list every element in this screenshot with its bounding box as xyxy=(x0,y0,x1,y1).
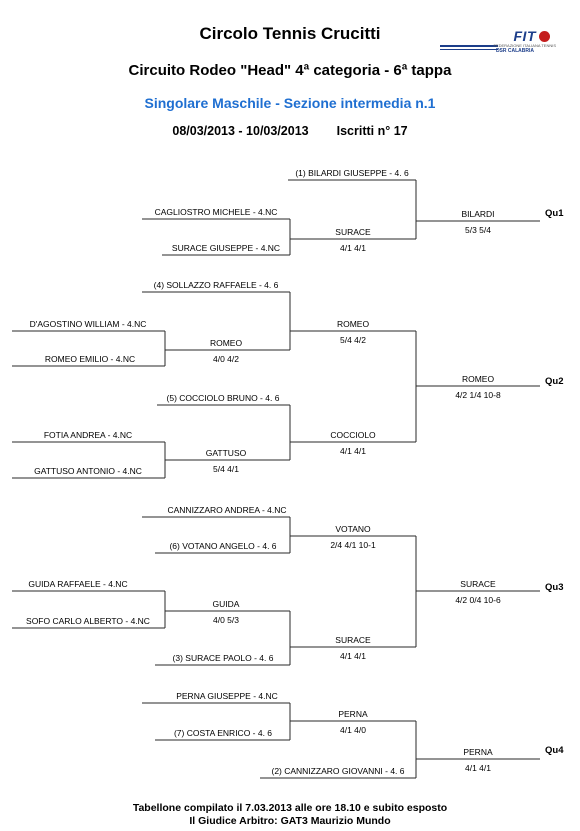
registered-count: Iscritti n° 17 xyxy=(336,124,408,138)
match-score: 2/4 4/1 10-1 xyxy=(330,540,376,550)
match-winner: ROMEO xyxy=(462,374,495,384)
seeded-player-name: (1) BILARDI GIUSEPPE - 4. 6 xyxy=(295,168,409,178)
match-score: 5/4 4/1 xyxy=(213,464,239,474)
logo-subtitle: FEDERAZIONE ITALIANA TENNIS xyxy=(493,43,556,48)
player-name: SURACE PAOLO - 4. 6 xyxy=(185,653,273,663)
player-name: COCCIOLO BRUNO - 4. 6 xyxy=(179,393,279,403)
match-winner: SURACE xyxy=(460,579,496,589)
seeded-player-name: (5) COCCIOLO BRUNO - 4. 6 xyxy=(167,393,280,403)
seed-number: (6) xyxy=(169,541,182,551)
player-name: SURACE GIUSEPPE - 4.NC xyxy=(172,243,280,253)
club-title: Circolo Tennis Crucitti xyxy=(199,24,381,43)
match-winner: ROMEO xyxy=(210,338,243,348)
seed-number: (7) xyxy=(174,728,187,738)
fit-logo: FIT FEDERAZIONE ITALIANA TENNIS DSR CALA… xyxy=(440,28,556,54)
seeded-player-name: (3) SURACE PAOLO - 4. 6 xyxy=(173,653,274,663)
footer-compiled: Tabellone compilato il 7.03.2013 alle or… xyxy=(132,802,448,814)
player-name: GUIDA RAFFAELE - 4.NC xyxy=(28,579,127,589)
match-winner: SURACE xyxy=(335,635,371,645)
player-name: PERNA GIUSEPPE - 4.NC xyxy=(176,691,278,701)
player-name: SOFO CARLO ALBERTO - 4.NC xyxy=(26,616,150,626)
tournament-title: Circuito Rodeo "Head" 4ª categoria - 6ª … xyxy=(128,62,452,79)
player-name: BILARDI GIUSEPPE - 4. 6 xyxy=(308,168,409,178)
match-score: 4/2 1/4 10-8 xyxy=(455,390,501,400)
player-name: FOTIA ANDREA - 4.NC xyxy=(44,430,132,440)
player-name: CAGLIOSTRO MICHELE - 4.NC xyxy=(155,207,278,217)
dates-line: 08/03/2013 - 10/03/2013 Iscritti n° 17 xyxy=(0,124,580,138)
match-score: 5/4 4/2 xyxy=(340,335,366,345)
seed-number: (2) xyxy=(271,766,284,776)
bracket-text: (1) BILARDI GIUSEPPE - 4. 6 CAGLIOSTRO MI… xyxy=(26,168,564,776)
seeded-player-name: (2) CANNIZZARO GIOVANNI - 4. 6 xyxy=(271,766,404,776)
match-score: 4/1 4/1 xyxy=(340,243,366,253)
match-score: 4/1 4/1 xyxy=(340,446,366,456)
match-score: 4/1 4/1 xyxy=(340,651,366,661)
tennis-ball-icon xyxy=(539,31,550,42)
match-score: 4/2 0/4 10-6 xyxy=(455,595,501,605)
match-winner: PERNA xyxy=(463,747,493,757)
seed-number: (5) xyxy=(167,393,180,403)
match-score: 4/1 4/0 xyxy=(340,725,366,735)
seed-number: (3) xyxy=(173,653,186,663)
player-name: ROMEO EMILIO - 4.NC xyxy=(45,354,135,364)
qualifier-label: Qu4 xyxy=(545,745,564,756)
section-title: Singolare Maschile - Sezione intermedia … xyxy=(144,95,436,111)
qualifier-label: Qu3 xyxy=(545,582,563,593)
match-score: 5/3 5/4 xyxy=(465,225,491,235)
seed-number: (1) xyxy=(295,168,308,178)
seeded-player-name: (6) VOTANO ANGELO - 4. 6 xyxy=(169,541,276,551)
player-name: VOTANO ANGELO - 4. 6 xyxy=(182,541,277,551)
seed-number: (4) xyxy=(154,280,167,290)
player-name: SOLLAZZO RAFFAELE - 4. 6 xyxy=(166,280,278,290)
match-winner: VOTANO xyxy=(335,524,371,534)
qualifier-label: Qu2 xyxy=(545,376,563,387)
player-name: CANNIZZARO GIOVANNI - 4. 6 xyxy=(284,766,405,776)
seeded-player-name: (7) COSTA ENRICO - 4. 6 xyxy=(174,728,272,738)
logo-region: DSR CALABRIA xyxy=(495,48,534,54)
match-winner: ROMEO xyxy=(337,319,370,329)
player-name: GATTUSO ANTONIO - 4.NC xyxy=(34,466,142,476)
match-score: 4/0 4/2 xyxy=(213,354,239,364)
footer-referee: Il Giudice Arbitro: GAT3 Maurizio Mundo xyxy=(189,815,391,827)
player-name: CANNIZZARO ANDREA - 4.NC xyxy=(167,505,286,515)
player-name: D'AGOSTINO WILLIAM - 4.NC xyxy=(30,319,147,329)
bracket-lines xyxy=(12,179,540,779)
match-winner: SURACE xyxy=(335,227,371,237)
match-winner: GUIDA xyxy=(213,599,240,609)
player-name: COSTA ENRICO - 4. 6 xyxy=(187,728,273,738)
match-score: 4/0 5/3 xyxy=(213,615,239,625)
logo-stripe xyxy=(440,45,498,47)
seeded-player-name: (4) SOLLAZZO RAFFAELE - 4. 6 xyxy=(154,280,279,290)
match-score: 4/1 4/1 xyxy=(465,763,491,773)
logo-brand: FIT xyxy=(513,28,536,44)
match-winner: COCCIOLO xyxy=(330,430,376,440)
match-winner: GATTUSO xyxy=(206,448,247,458)
qualifier-label: Qu1 xyxy=(545,208,564,219)
logo-stripe-thin xyxy=(440,49,498,50)
match-winner: BILARDI xyxy=(461,209,494,219)
tournament-dates: 08/03/2013 - 10/03/2013 xyxy=(172,124,309,138)
match-winner: PERNA xyxy=(338,709,368,719)
